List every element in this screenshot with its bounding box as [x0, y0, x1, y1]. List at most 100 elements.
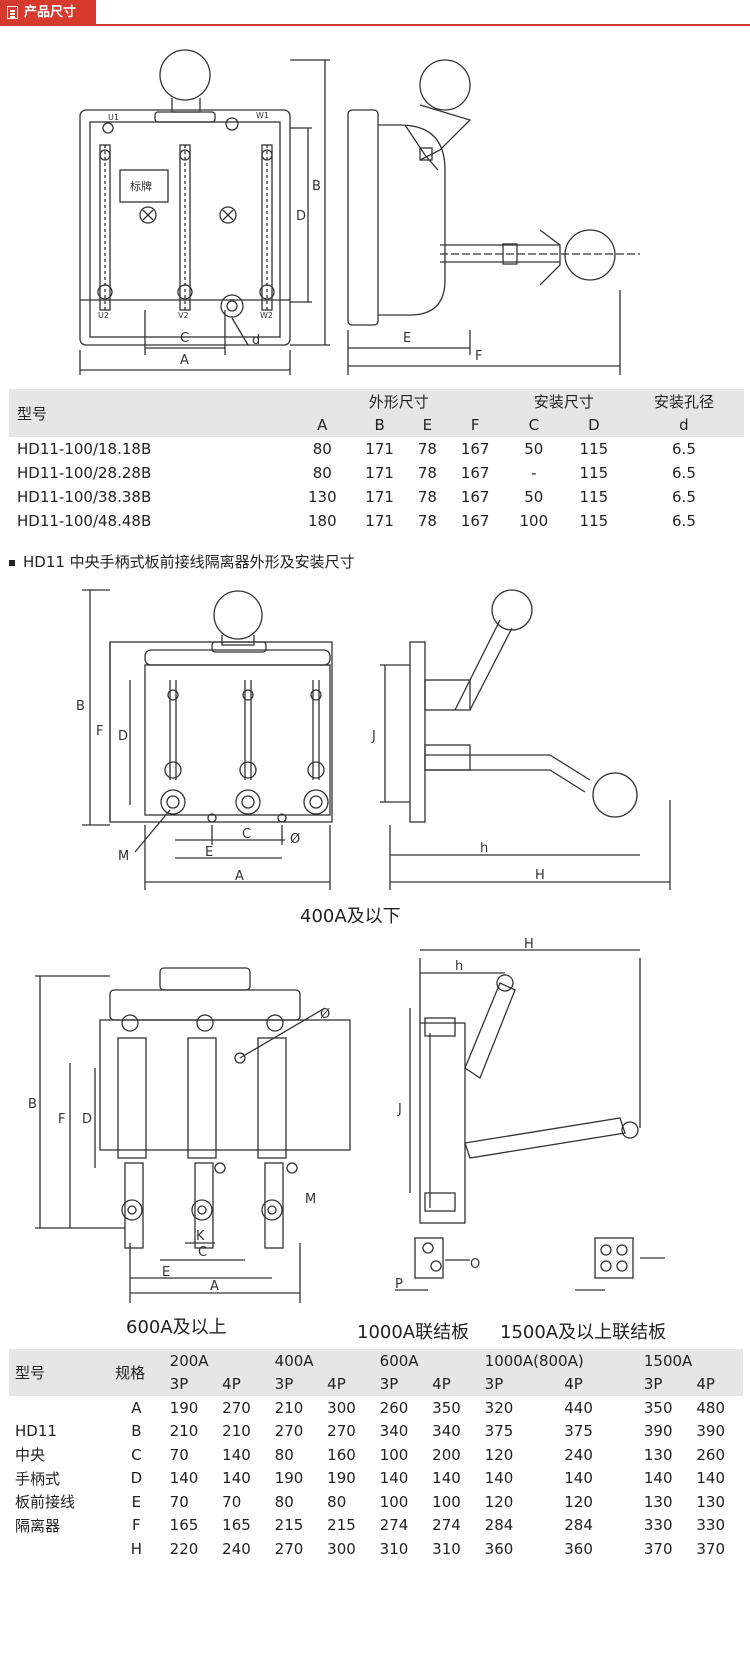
dim-e: E: [403, 331, 411, 346]
cell: 210: [274, 1398, 304, 1417]
cell: 80: [312, 464, 332, 482]
cell: 190: [274, 1469, 304, 1488]
cell: 340: [432, 1422, 461, 1441]
dim-j: J: [397, 1102, 402, 1117]
cell: 274: [379, 1516, 409, 1535]
cell: 310: [432, 1539, 461, 1558]
cell: 190: [327, 1469, 356, 1488]
cell: 120: [564, 1492, 593, 1511]
group-mount: 安装尺寸: [503, 389, 624, 413]
current-600a: 600A: [373, 1349, 479, 1373]
table-100a-dimensions: 型号 外形尺寸 安装尺寸 安装孔径 A B E F C D d HD11-100…: [9, 389, 744, 533]
cell: 50: [524, 440, 544, 458]
cell: 240: [564, 1445, 593, 1464]
side-handle-ball-top: [419, 59, 471, 111]
pole-header: 3P: [163, 1372, 217, 1396]
drawing-600a: Ø B F D M K C E A H h J O P: [28, 938, 665, 1303]
caption-text: HD11 中央手柄式板前接线隔离器外形及安装尺寸: [23, 553, 355, 571]
cell: 360: [564, 1539, 593, 1558]
model-line: [9, 1396, 109, 1420]
label-1500a-link: 1500A及以上联结板: [500, 1322, 667, 1343]
cell: 190: [169, 1398, 199, 1417]
current-400a: 400A: [268, 1349, 374, 1373]
cell: 140: [169, 1469, 199, 1488]
link-plate-1500a: [594, 1237, 634, 1279]
pole-header: 4P: [690, 1372, 743, 1396]
model-cell: HD11-100/38.38B: [17, 488, 152, 506]
cell: 220: [169, 1539, 199, 1558]
pole-3: [303, 680, 329, 815]
dim-o: O: [470, 1257, 480, 1272]
cell: 78: [417, 464, 437, 482]
label-v2: V2: [178, 311, 189, 320]
dim-c: C: [198, 1245, 207, 1260]
cell: 370: [696, 1539, 726, 1558]
dim-a: A: [210, 1279, 219, 1294]
cell: 270: [274, 1539, 304, 1558]
drawing-100a: U1 W1 U2 V2 W2 A B C D d 标牌 E F: [79, 49, 640, 375]
cell: 80: [327, 1492, 347, 1511]
cell: 375: [564, 1422, 593, 1441]
current-1000a: 1000A(800A): [478, 1349, 638, 1373]
cell: 300: [327, 1539, 356, 1558]
label-600a: 600A及以上: [126, 1317, 227, 1338]
dim-f: F: [475, 349, 482, 364]
cell: 300: [327, 1398, 356, 1417]
table-row: A 190 270 210 300 260 350 320 440 350 48…: [9, 1396, 743, 1420]
cell: 100: [519, 512, 549, 530]
cell: 50: [524, 488, 544, 506]
sub-header: d: [623, 413, 744, 437]
cell: 167: [460, 512, 490, 530]
model-line: 中央: [15, 1446, 46, 1465]
cell: 130: [643, 1492, 673, 1511]
dim-f: F: [96, 724, 103, 739]
nameplate-label: 标牌: [130, 179, 152, 193]
table-row: 隔离器 F 165 165 215 215 274 274 284 284 33…: [9, 1514, 743, 1538]
spec-cell: H: [130, 1539, 142, 1558]
label-w2: W2: [260, 311, 273, 320]
sub-header: D: [563, 413, 624, 437]
cell: 140: [222, 1445, 251, 1464]
table-row: 中央 C 70 140 80 160 100 200 120 240 130 2…: [9, 1443, 743, 1467]
pole-header: 3P: [373, 1372, 427, 1396]
cell: 130: [696, 1492, 726, 1511]
group-hole: 安装孔径: [623, 389, 744, 413]
base-plate: [99, 1019, 351, 1151]
side-handle-ball: [564, 229, 616, 281]
cell: 80: [312, 440, 332, 458]
dim-h: H: [524, 938, 534, 952]
spec-cell: B: [131, 1422, 142, 1441]
cell: 140: [484, 1469, 514, 1488]
header-underline: [96, 24, 750, 26]
dim-e: E: [162, 1265, 170, 1280]
cell: 100: [379, 1445, 409, 1464]
spec-cell: E: [131, 1492, 142, 1511]
dim-d: D: [82, 1112, 92, 1127]
spec-cell: F: [132, 1516, 141, 1535]
pole-header: 4P: [321, 1372, 374, 1396]
side-plate: [347, 109, 379, 326]
cell: 390: [643, 1422, 673, 1441]
cell: 215: [327, 1516, 356, 1535]
cell: 200: [432, 1445, 461, 1464]
dim-hole: Ø: [290, 832, 300, 847]
cell: -: [531, 464, 537, 482]
cell: 6.5: [672, 464, 696, 482]
spec-cell: C: [131, 1445, 142, 1464]
cell: 115: [579, 440, 609, 458]
label-u2: U2: [98, 311, 109, 320]
document-icon: [7, 6, 18, 19]
table-row: HD11-100/18.18B 80 171 78 167 50 115 6.5: [9, 437, 744, 461]
cell: 270: [222, 1398, 251, 1417]
cell: 340: [379, 1422, 409, 1441]
cell: 284: [564, 1516, 593, 1535]
dim-b: B: [28, 1097, 37, 1112]
cell: 165: [222, 1516, 251, 1535]
pole-header: 3P: [478, 1372, 559, 1396]
dim-hole: Ø: [320, 1007, 330, 1022]
cell: 80: [274, 1445, 294, 1464]
label-400a: 400A及以下: [300, 906, 401, 927]
dim-c: C: [242, 827, 251, 842]
sub-header: B: [350, 413, 409, 437]
cell: 6.5: [672, 488, 696, 506]
